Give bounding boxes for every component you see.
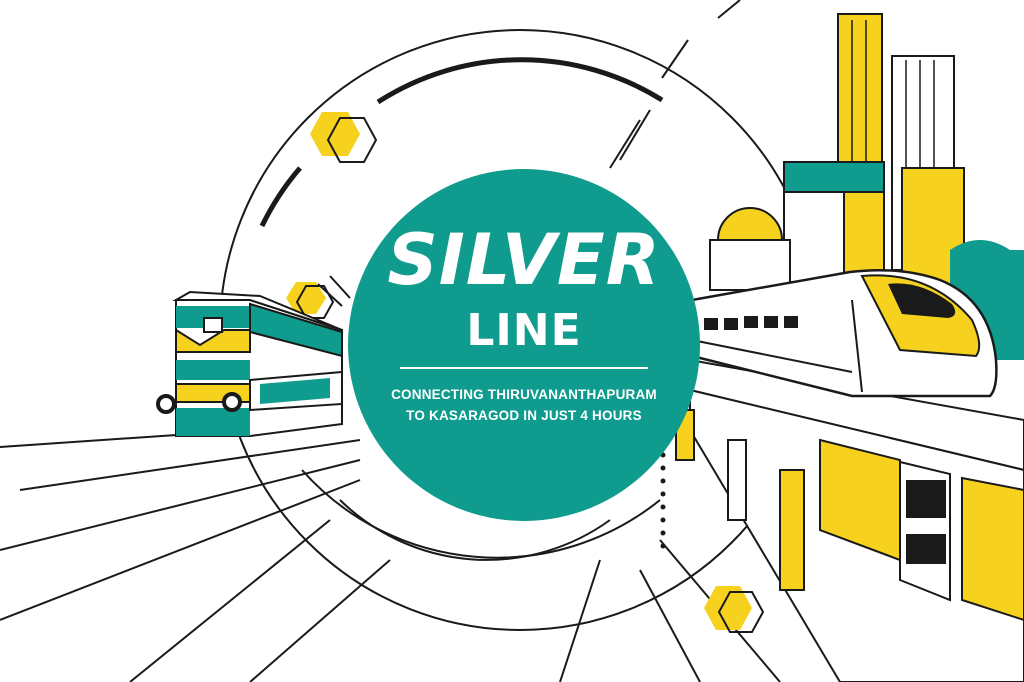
inner-arc-bottom-2	[339, 499, 611, 561]
hexagon-icon	[286, 282, 335, 319]
title-line-1: SILVER	[387, 219, 661, 301]
inner-arc-bottom	[301, 469, 661, 559]
tagline-line-2: TO KASARAGOD IN JUST 4 HOURS	[406, 408, 642, 423]
hexagon-icon	[704, 586, 765, 633]
title-badge: SILVER LINE CONNECTING THIRUVANANTHAPURA…	[348, 169, 700, 521]
viaduct-illustration	[675, 358, 1024, 682]
dotted-line	[660, 452, 666, 549]
inner-arc-left	[259, 166, 302, 228]
tagline-line-1: CONNECTING THIRUVANANTHAPURAM	[391, 387, 657, 402]
divider	[400, 367, 648, 369]
title-line-2: LINE	[466, 305, 582, 356]
inner-arc-top	[376, 57, 664, 105]
ground-lines	[0, 429, 781, 682]
diesel-locomotive-illustration	[156, 290, 343, 437]
hexagon-icon	[310, 112, 378, 163]
high-speed-train-illustration	[690, 268, 998, 398]
speed-lines	[317, 0, 741, 307]
